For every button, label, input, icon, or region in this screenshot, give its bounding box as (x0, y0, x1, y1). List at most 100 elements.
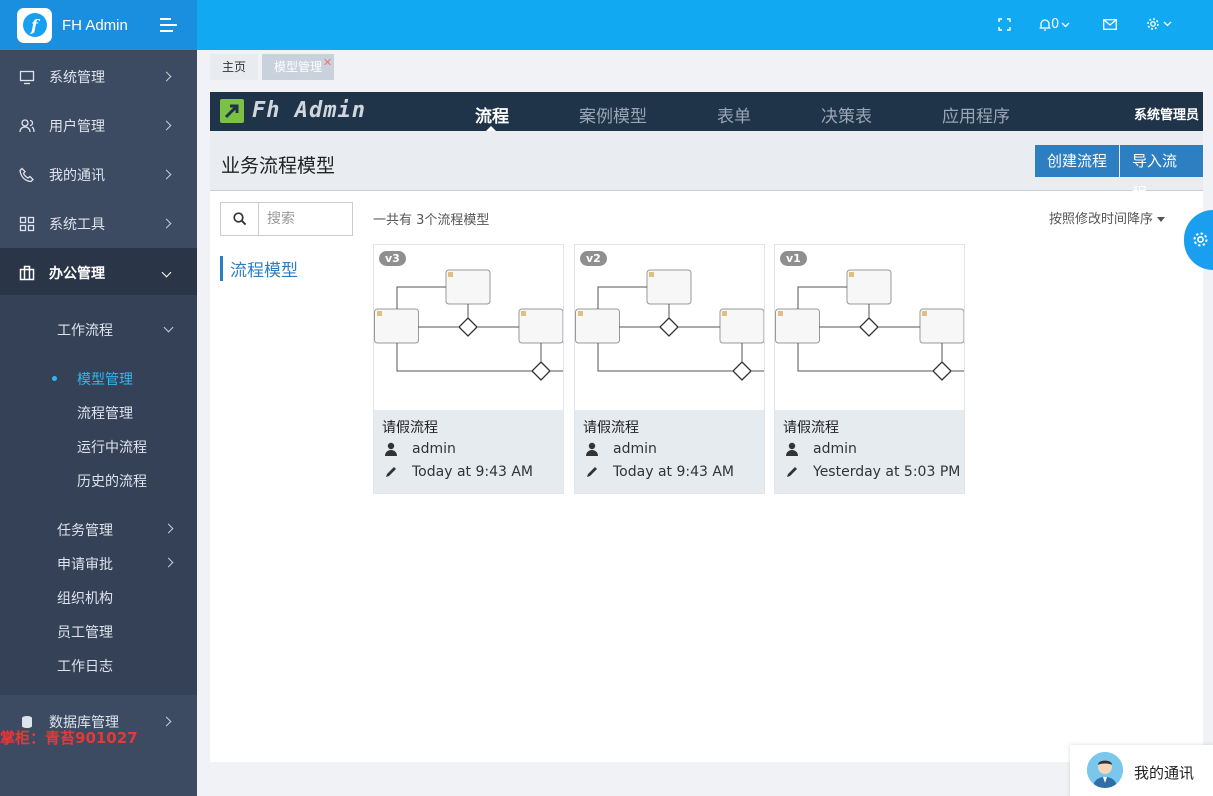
user-name[interactable]: 系统管理员 (1133, 108, 1199, 123)
card-footer: 请假流程 admin Today at 9:43 AM (374, 410, 563, 493)
search-box (220, 202, 353, 236)
mail-icon[interactable] (1103, 19, 1117, 30)
chat-label: 我的通讯 (1134, 764, 1195, 782)
chevron-right-icon (161, 120, 172, 131)
settings-button[interactable] (1146, 17, 1172, 31)
sidebar-item-database[interactable]: 数据库管理 (0, 697, 197, 746)
version-badge: v2 (580, 251, 607, 266)
card-footer: 请假流程 admin Today at 9:43 AM (575, 410, 764, 493)
card-date-row: Today at 9:43 AM (585, 464, 734, 480)
app-header: Fh Admin 流程 案例模型 表单 决策表 应用程序 系统管理员 (210, 92, 1203, 132)
sidebar-item-staff[interactable]: 员工管理 (57, 625, 113, 641)
sidebar-item-label: 办公管理 (49, 265, 105, 282)
users-icon (19, 118, 35, 132)
card-date-row: Yesterday at 5:03 PM (785, 464, 960, 480)
version-badge: v3 (379, 251, 406, 266)
sidebar-item-label: 用户管理 (49, 118, 105, 135)
app-logo-text: Fh Admin (252, 98, 366, 123)
tab-model-management[interactable]: 模型管理 ✕ (262, 54, 335, 80)
sidebar-item-tools[interactable]: 系统工具 (0, 199, 197, 248)
model-card[interactable]: v3 请假流程 admin Today at 9:43 AM (373, 244, 564, 494)
chevron-right-icon (161, 716, 172, 727)
database-icon (22, 715, 32, 728)
briefcase-icon (19, 265, 35, 280)
sidebar-item-approval[interactable]: 申请审批 (57, 557, 113, 573)
content-frame: Fh Admin 流程 案例模型 表单 决策表 应用程序 系统管理员 业务流程模… (210, 92, 1203, 762)
tab-home[interactable]: 主页 (210, 54, 259, 80)
sidebar-item-model-management[interactable]: 模型管理 (77, 372, 133, 388)
left-title[interactable]: 流程模型 (220, 256, 298, 281)
nav-case-model[interactable]: 案例模型 (579, 107, 647, 127)
nav-decision-table[interactable]: 决策表 (821, 107, 872, 127)
logo-bar: f FH Admin (0, 0, 197, 50)
pencil-icon (386, 467, 396, 477)
import-process-button[interactable]: 导入流程 (1120, 145, 1203, 202)
logo: f (17, 7, 52, 43)
card-user-row: admin (384, 441, 456, 457)
search-input[interactable] (259, 203, 352, 235)
sidebar-item-system[interactable]: 系统管理 (0, 52, 197, 101)
card-user-row: admin (585, 441, 657, 457)
sidebar-item-label: 我的通讯 (49, 167, 105, 184)
nav-application[interactable]: 应用程序 (942, 107, 1010, 127)
tab-label: 模型管理 (274, 60, 323, 74)
page-title: 业务流程模型 (221, 155, 336, 177)
sidebar-item-task[interactable]: 任务管理 (57, 523, 113, 539)
diagram-svg (775, 269, 965, 381)
chevron-down-icon (161, 267, 172, 278)
menu-toggle-icon[interactable] (160, 18, 177, 32)
diagram-svg (374, 269, 564, 381)
notification-count: 0 (1051, 17, 1060, 32)
monitor-icon (19, 70, 35, 84)
sidebar-item-org[interactable]: 组织机构 (57, 591, 113, 607)
user-icon (586, 442, 598, 456)
chat-widget[interactable]: 我的通讯 (1070, 745, 1213, 796)
active-caret (485, 126, 497, 132)
tab-bar: 主页 模型管理 ✕ (210, 54, 335, 80)
gear-icon (1193, 232, 1208, 247)
sidebar-item-running-process[interactable]: 运行中流程 (77, 440, 147, 456)
process-diagram (374, 245, 564, 410)
sidebar-item-process-management[interactable]: 流程管理 (77, 406, 133, 422)
sidebar-item-label: 系统管理 (49, 69, 105, 86)
card-title: 请假流程 (382, 420, 438, 436)
card-user-row: admin (785, 441, 857, 457)
card-title: 请假流程 (783, 420, 839, 436)
sort-label: 按照修改时间降序 (1048, 212, 1153, 227)
process-diagram (575, 245, 765, 410)
version-badge: v1 (780, 251, 807, 266)
card-title: 请假流程 (583, 420, 639, 436)
card-modified: Today at 9:43 AM (412, 464, 534, 480)
user-icon (786, 442, 798, 456)
sidebar: f FH Admin 系统管理 用户管理 我的通讯 系统工具 办公管理 工作流程… (0, 0, 197, 796)
sidebar-item-users[interactable]: 用户管理 (0, 101, 197, 150)
sidebar-item-label: 系统工具 (49, 216, 105, 233)
chevron-right-icon (161, 169, 172, 180)
sidebar-item-contacts[interactable]: 我的通讯 (0, 150, 197, 199)
sidebar-item-office[interactable]: 办公管理 (0, 248, 197, 297)
chevron-down-icon (1061, 22, 1070, 27)
chevron-down-icon (1163, 21, 1172, 27)
nav-form[interactable]: 表单 (717, 107, 751, 127)
brand-name: FH Admin (62, 16, 128, 34)
notification-button[interactable]: 0 (1039, 17, 1070, 32)
model-card[interactable]: v1 请假流程 admin Yesterday at 5:03 PM (774, 244, 965, 494)
sidebar-item-workflow[interactable]: 工作流程 (57, 323, 113, 339)
sort-dropdown[interactable]: 按照修改时间降序 (1049, 208, 1165, 227)
sidebar-item-worklog[interactable]: 工作日志 (57, 659, 113, 675)
phone-icon (19, 167, 34, 182)
nav-process[interactable]: 流程 (475, 107, 509, 127)
close-icon[interactable]: ✕ (322, 56, 333, 69)
card-user: admin (412, 441, 456, 457)
search-button[interactable] (221, 203, 259, 235)
create-process-button[interactable]: 创建流程 (1035, 145, 1120, 177)
office-submenu (0, 295, 197, 695)
caret-down-icon (1157, 217, 1165, 222)
card-user: admin (813, 441, 857, 457)
sidebar-item-history-process[interactable]: 历史的流程 (77, 474, 147, 490)
chevron-right-icon (161, 218, 172, 229)
model-card[interactable]: v2 请假流程 admin Today at 9:43 AM (574, 244, 765, 494)
bell-icon (1039, 19, 1051, 31)
fullscreen-icon[interactable] (998, 18, 1011, 31)
card-modified: Today at 9:43 AM (613, 464, 735, 480)
